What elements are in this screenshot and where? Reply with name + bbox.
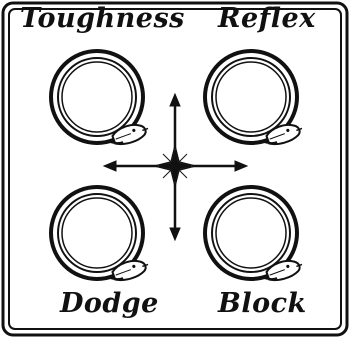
compass-rose-icon	[104, 94, 247, 240]
dodge-ring-icon[interactable]	[51, 187, 151, 284]
block-ring-icon[interactable]	[205, 187, 305, 284]
toughness-ring-icon[interactable]	[51, 51, 151, 148]
toughness-label: Toughness	[20, 5, 185, 32]
block-label: Block	[218, 290, 307, 317]
reflex-label: Reflex	[218, 5, 316, 32]
reflex-ring-icon[interactable]	[205, 51, 305, 148]
dodge-label: Dodge	[60, 290, 159, 317]
